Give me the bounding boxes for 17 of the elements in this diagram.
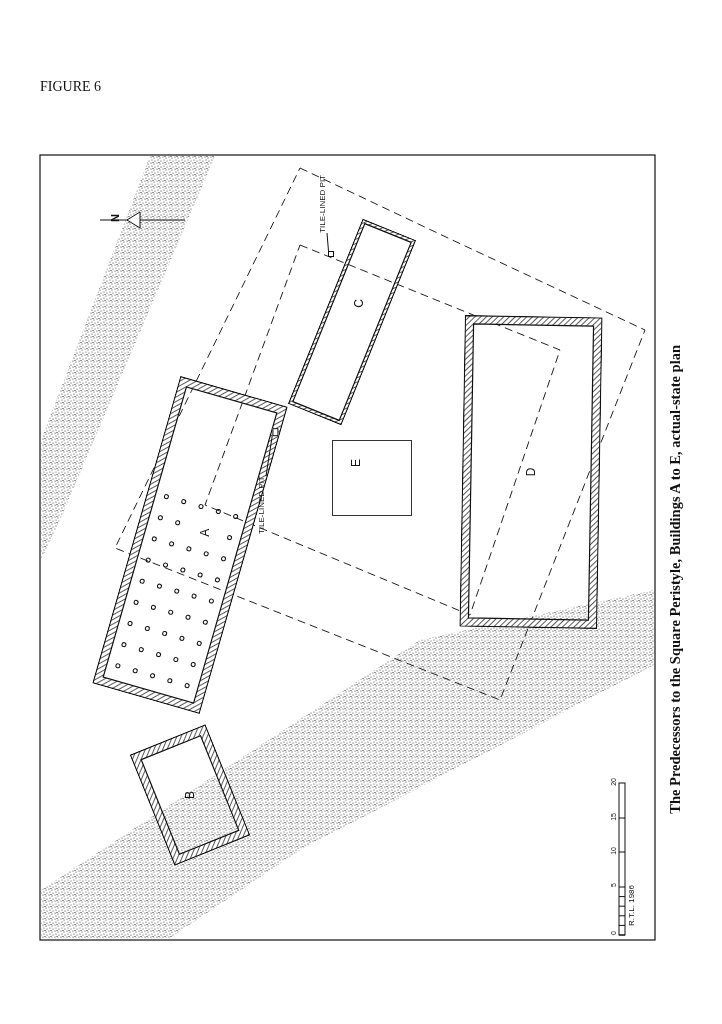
pit-label: TILE-LINED PIT bbox=[318, 175, 327, 233]
building-outline bbox=[129, 724, 251, 866]
figure-caption: The Predecessors to the Square Peristyle, Buildings A to E, actual-state plan bbox=[668, 345, 683, 814]
building-letter: C bbox=[353, 299, 366, 308]
pit-square bbox=[271, 428, 278, 437]
figure-title: FIGURE 6 bbox=[40, 79, 102, 95]
building-letter: A bbox=[199, 528, 212, 537]
building-letter: E bbox=[350, 459, 363, 468]
building-letter: D bbox=[525, 467, 537, 477]
north-label: N bbox=[110, 214, 121, 222]
building-outline bbox=[92, 375, 288, 715]
building-outline bbox=[459, 314, 603, 630]
courtyard-area bbox=[332, 440, 412, 516]
drafter-note: R.T.L. 1986 bbox=[628, 885, 636, 926]
building-letter: B bbox=[184, 791, 196, 799]
leader-line bbox=[326, 232, 329, 252]
pit-label: TILE-LINED PIT bbox=[257, 476, 266, 535]
